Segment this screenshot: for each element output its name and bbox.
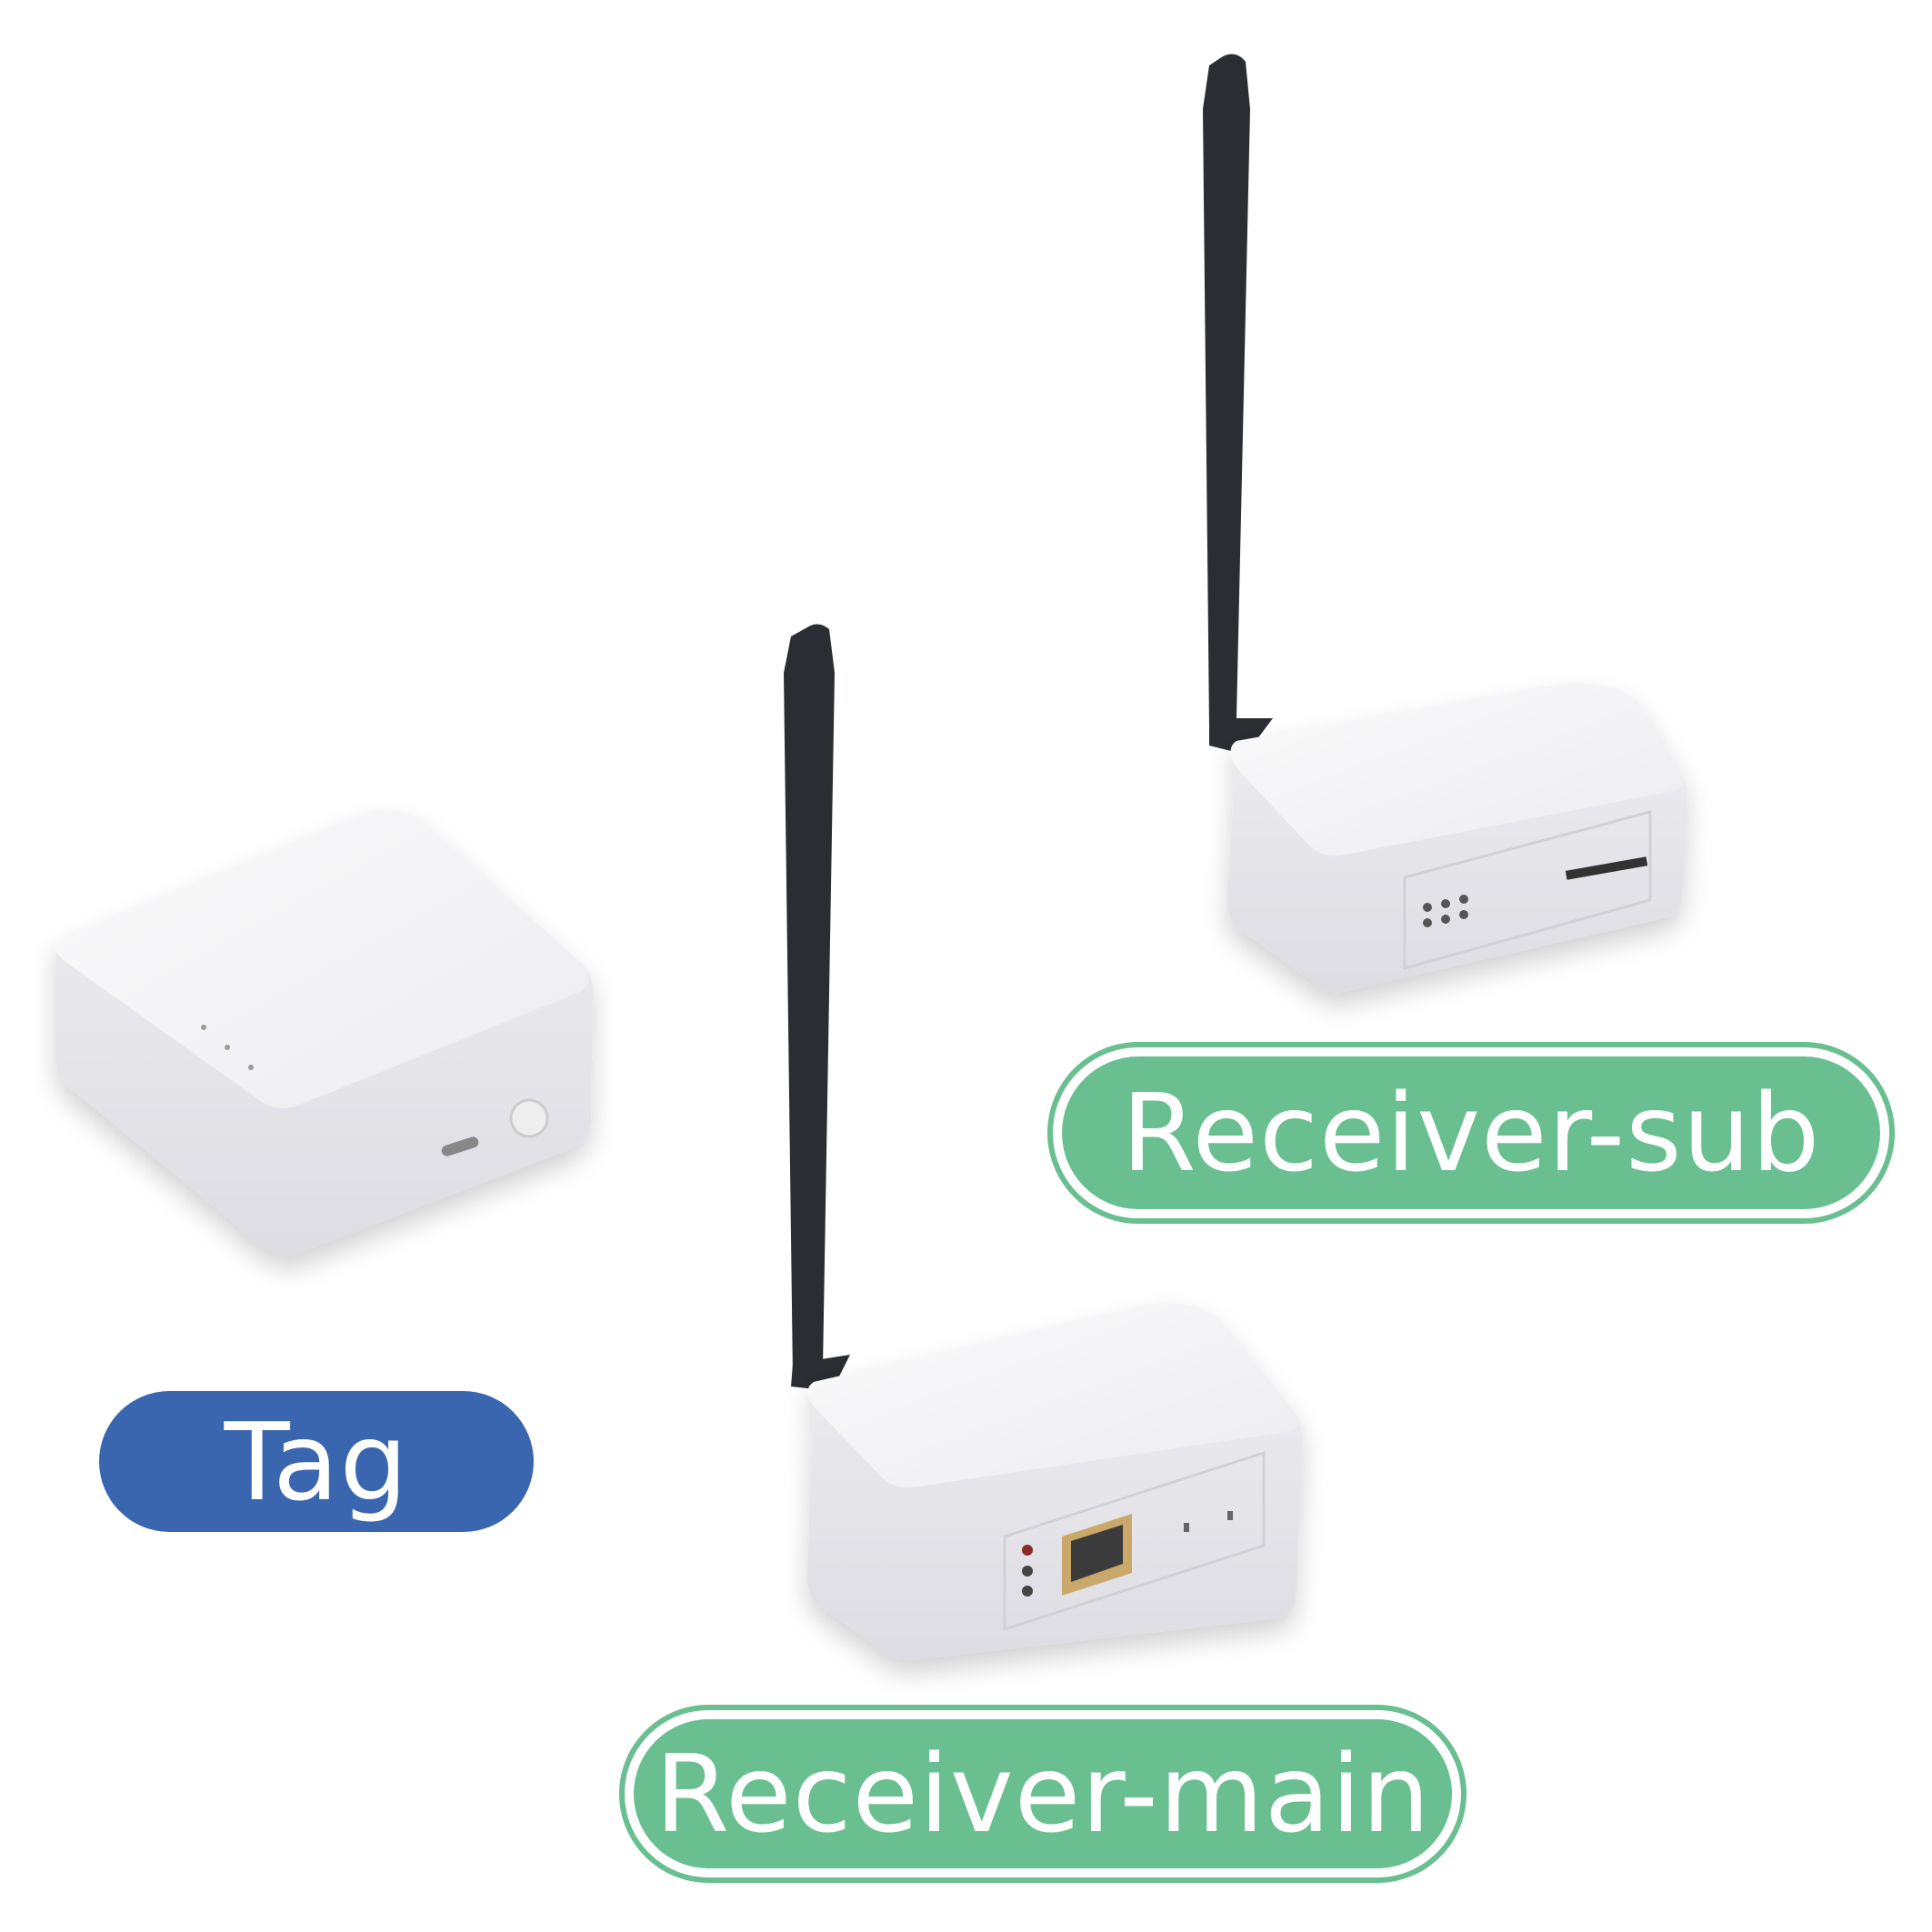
tag-label-text: Tag bbox=[224, 1398, 409, 1525]
receiver-main-label: Receiver-main bbox=[634, 1719, 1452, 1868]
power-button-icon bbox=[509, 1098, 549, 1138]
receiver-sub-device bbox=[1203, 54, 1687, 993]
tag-label: Tag bbox=[99, 1391, 534, 1532]
tag-device bbox=[55, 810, 594, 1256]
usb-port-icon bbox=[441, 1136, 479, 1156]
ethernet-port-icon bbox=[1062, 1514, 1132, 1596]
receiver-sub-label: Receiver-sub bbox=[1062, 1056, 1880, 1209]
receiver-sub-label-text: Receiver-sub bbox=[1121, 1070, 1821, 1196]
antenna-icon bbox=[1203, 54, 1250, 728]
receiver-main-label-text: Receiver-main bbox=[655, 1731, 1431, 1857]
receiver-main-device bbox=[784, 624, 1303, 1660]
antenna-icon bbox=[784, 624, 835, 1377]
